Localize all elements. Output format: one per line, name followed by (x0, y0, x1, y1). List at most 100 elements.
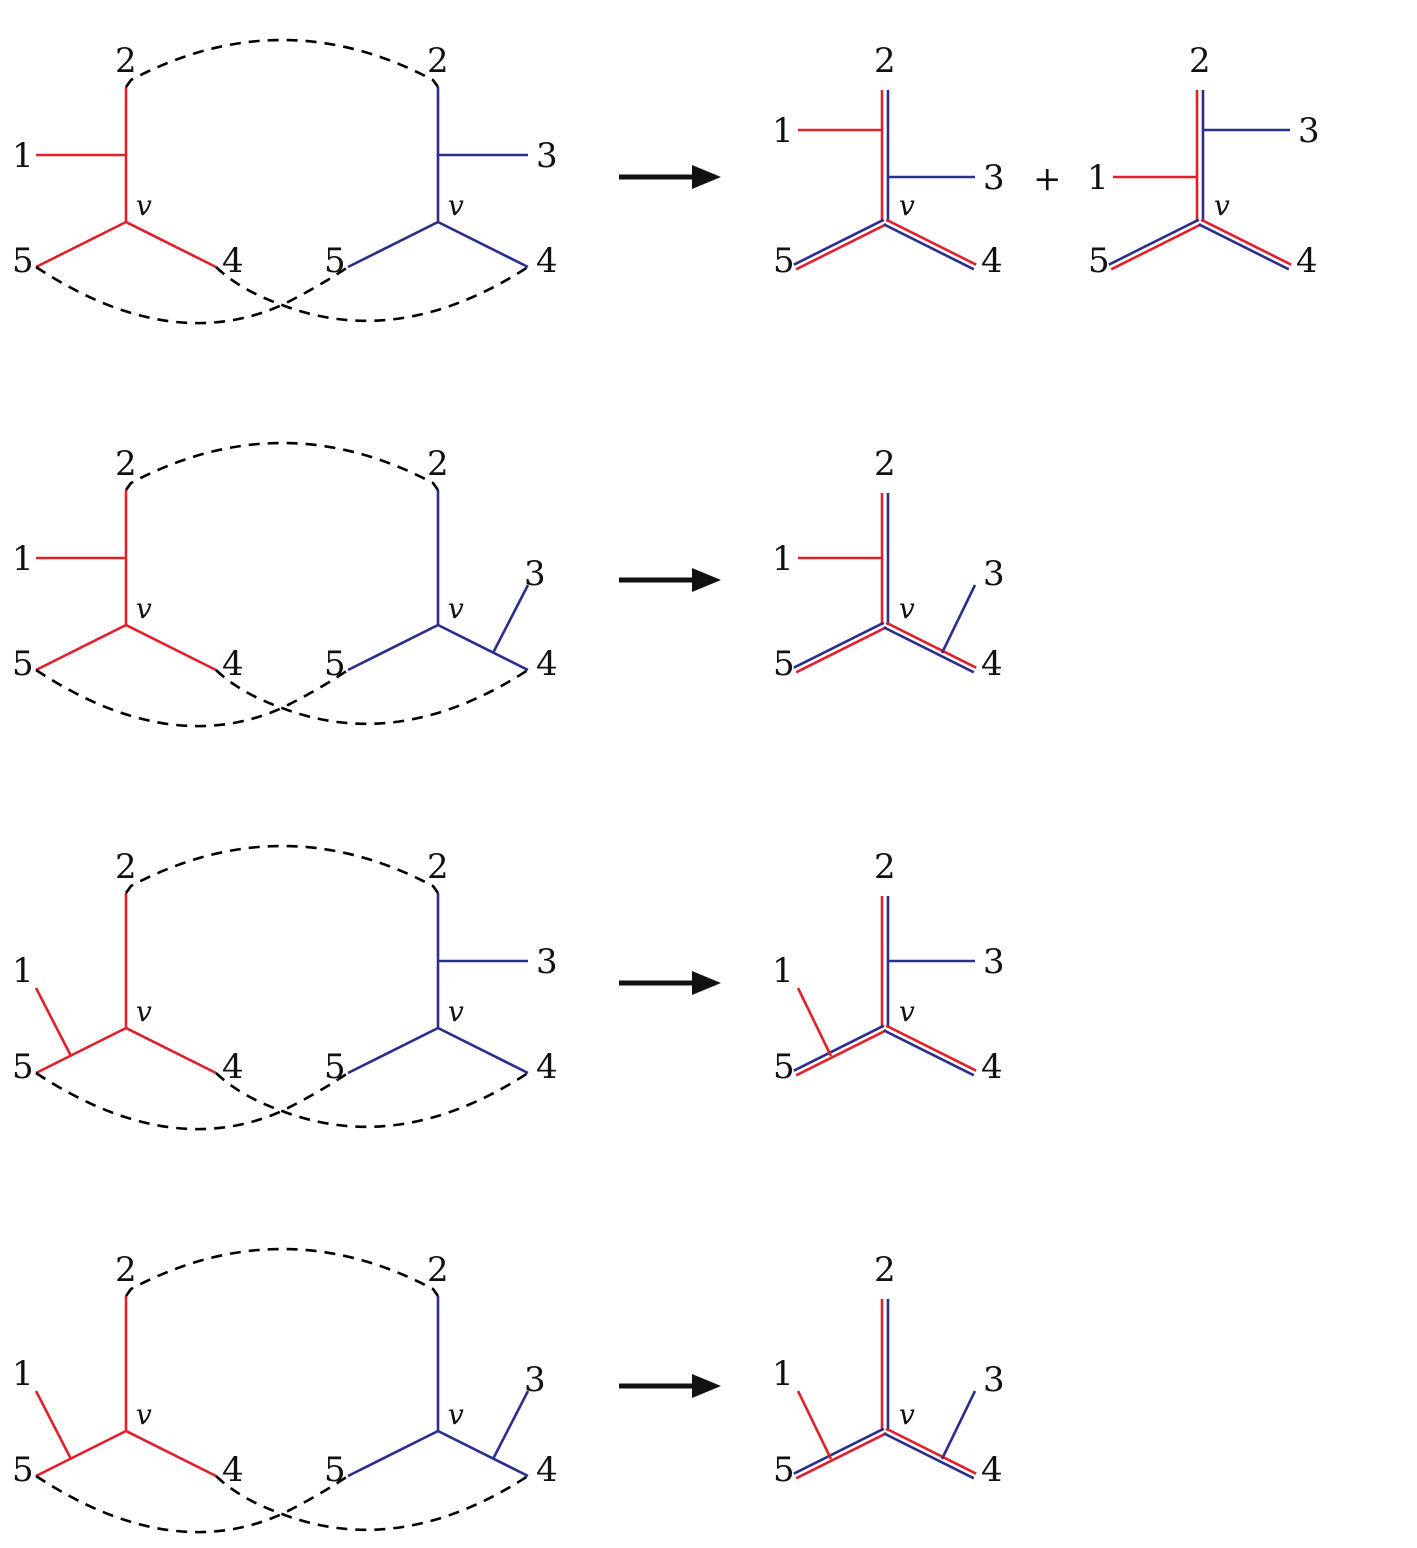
dashed-arc-bottom-left (35, 668, 349, 728)
right-label-2: 2 (427, 847, 449, 887)
dashed-arc-top (124, 441, 440, 491)
merged-leg-5-b (1110, 223, 1202, 271)
merged-label-1: 1 (772, 951, 794, 991)
merged-leg-5-a (793, 1024, 885, 1072)
merged-label-5: 5 (1088, 241, 1110, 281)
arrow-head (692, 165, 721, 189)
merged-label-v: v (899, 995, 915, 1028)
right-label-3: 3 (536, 942, 558, 982)
merged-label-2: 2 (874, 847, 896, 887)
left-leg-5 (35, 623, 127, 672)
merged-leg-4-b (885, 1024, 977, 1072)
right-label-4: 4 (536, 644, 558, 684)
merged-label-3: 3 (983, 554, 1005, 594)
merged-branch-3 (940, 584, 977, 654)
right-branch-3 (491, 584, 530, 654)
merged-label-3: 3 (983, 942, 1005, 982)
left-leg-5 (35, 1429, 127, 1478)
left-leg-4 (125, 1026, 217, 1075)
left-label-1: 1 (12, 539, 34, 579)
arrow-head (692, 971, 721, 995)
left-label-v: v (136, 592, 152, 625)
merged-label-v: v (1214, 189, 1230, 222)
right-leg-4 (437, 1429, 529, 1478)
left-leg-5 (35, 1026, 127, 1075)
merged-leg-5-a (793, 1427, 885, 1475)
merged-leg-5-b (795, 1432, 887, 1480)
right-branch-3 (491, 1390, 530, 1460)
merged-label-1: 1 (772, 111, 794, 151)
right-label-4: 4 (536, 1047, 558, 1087)
merged-label-v: v (899, 189, 915, 222)
merged-label-3: 3 (983, 1360, 1005, 1400)
dashed-arc-top (124, 1247, 440, 1297)
merged-leg-4-a (883, 223, 975, 271)
merged-label-5: 5 (773, 1047, 795, 1087)
merged-branch-3 (940, 1390, 977, 1460)
merged-leg-5-a (793, 621, 885, 669)
right-label-5: 5 (324, 644, 346, 684)
merged-label-5: 5 (773, 1450, 795, 1490)
right-leg-4 (437, 1026, 529, 1075)
left-label-5: 5 (12, 1047, 34, 1087)
left-leg-4 (125, 623, 217, 672)
left-label-2: 2 (115, 444, 137, 484)
merged-label-4: 4 (981, 1047, 1003, 1087)
right-leg-4 (437, 623, 529, 672)
merged-leg-4-b (885, 621, 977, 669)
merged-label-5: 5 (773, 644, 795, 684)
merged-branch-1 (796, 1390, 833, 1460)
left-label-1: 1 (12, 951, 34, 991)
left-label-4: 4 (222, 644, 244, 684)
left-leg-4 (125, 1429, 217, 1478)
right-label-5: 5 (324, 1047, 346, 1087)
merged-label-v: v (899, 592, 915, 625)
merged-label-2: 2 (874, 41, 896, 81)
merged-leg-5-b (795, 1029, 887, 1077)
right-leg-5 (347, 623, 439, 672)
merged-label-4: 4 (1296, 241, 1318, 281)
merged-label-1: 1 (772, 539, 794, 579)
left-label-v: v (136, 1398, 152, 1431)
merged-label-3: 3 (983, 158, 1005, 198)
left-label-5: 5 (12, 241, 34, 281)
dashed-arc-bottom-left (35, 1474, 349, 1534)
dashed-arc-bottom-left (35, 265, 349, 325)
dashed-arc-top (124, 844, 440, 894)
right-label-3: 3 (524, 554, 546, 594)
left-label-1: 1 (12, 136, 34, 176)
merged-leg-4-a (883, 626, 975, 674)
merged-label-4: 4 (981, 644, 1003, 684)
merged-leg-5-b (795, 626, 887, 674)
merged-branch-1 (796, 987, 833, 1057)
right-label-v: v (448, 592, 464, 625)
left-label-5: 5 (12, 644, 34, 684)
right-label-3: 3 (524, 1360, 546, 1400)
right-label-4: 4 (536, 1450, 558, 1490)
right-label-2: 2 (427, 1250, 449, 1290)
right-label-2: 2 (427, 444, 449, 484)
right-leg-5 (347, 1026, 439, 1075)
left-label-4: 4 (222, 241, 244, 281)
left-leg-5 (35, 220, 127, 269)
merged-leg-4-b (885, 218, 977, 266)
merged-label-3: 3 (1298, 111, 1320, 151)
merged-label-1: 1 (1087, 158, 1109, 198)
right-leg-4 (437, 220, 529, 269)
merged-leg-5-b (795, 223, 887, 271)
dashed-arc-bottom-right (215, 1071, 529, 1129)
plus-sign: + (1033, 159, 1062, 199)
dashed-arc-bottom-right (215, 668, 529, 726)
merged-label-5: 5 (773, 241, 795, 281)
left-label-4: 4 (222, 1450, 244, 1490)
merged-leg-4-b (1200, 218, 1292, 266)
merged-label-4: 4 (981, 241, 1003, 281)
merged-leg-4-a (883, 1029, 975, 1077)
dashed-arc-bottom-right (215, 1474, 529, 1532)
right-label-v: v (448, 995, 464, 1028)
left-label-v: v (136, 189, 152, 222)
dashed-arc-bottom-left (35, 1071, 349, 1131)
